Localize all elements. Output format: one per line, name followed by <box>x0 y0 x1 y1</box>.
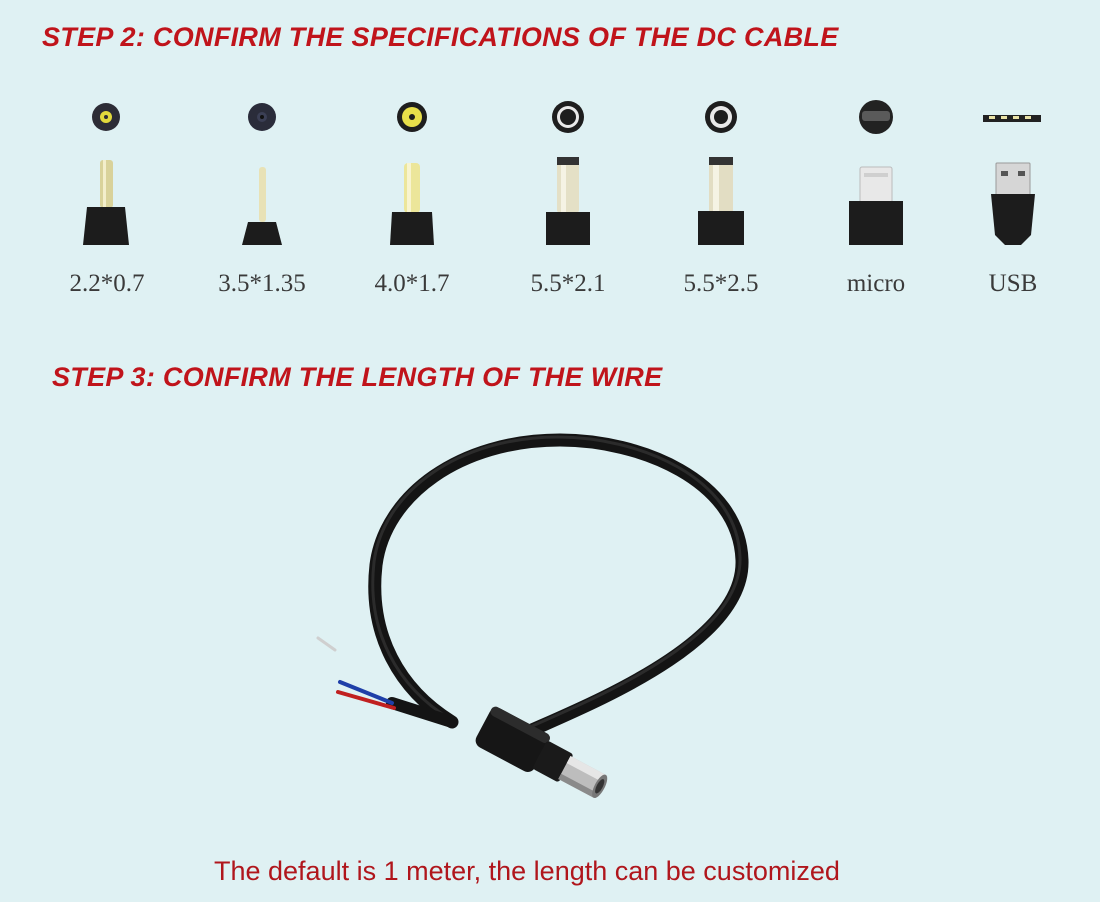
step2-heading: STEP 2: CONFIRM THE SPECIFICATIONS OF TH… <box>42 22 839 52</box>
connector-2.2x0.7: 2.2*0.7 <box>57 95 157 310</box>
blue-wire <box>338 680 394 705</box>
connector-label: 5.5*2.1 <box>530 270 606 297</box>
cable-tail <box>386 697 458 728</box>
connector-label: 5.5*2.5 <box>683 270 759 297</box>
red-wire <box>336 690 396 710</box>
cable-wire <box>368 433 749 737</box>
connector-label: 2.2*0.7 <box>69 270 145 297</box>
connector-label: micro <box>846 270 906 297</box>
connector-micro: micro <box>826 95 926 310</box>
usb-plug-icon <box>983 115 1041 245</box>
dc-plug-3.5x1.35-icon <box>242 103 282 245</box>
length-note: The default is 1 meter, the length can b… <box>214 856 840 886</box>
step3-heading: STEP 3: CONFIRM THE LENGTH OF THE WIRE <box>52 362 663 392</box>
connector-3.5x1.35: 3.5*1.35 <box>212 95 312 310</box>
connector-5.5x2.5: 5.5*2.5 <box>671 95 771 310</box>
dc-plug <box>475 706 608 799</box>
connector-label: USB <box>988 270 1038 297</box>
connector-label: 3.5*1.35 <box>218 270 306 297</box>
dc-cable-image <box>316 433 749 799</box>
dc-plug-4.0x1.7-icon <box>390 102 434 245</box>
micro-usb-plug-icon <box>849 100 903 245</box>
dc-plug-2.2x0.7-icon <box>83 103 129 245</box>
connector-usb: USB <box>963 95 1063 310</box>
dc-plug-5.5x2.5-icon <box>698 101 744 245</box>
connector-4.0x1.7: 4.0*1.7 <box>362 95 462 310</box>
connector-5.5x2.1: 5.5*2.1 <box>518 95 618 310</box>
connector-label: 4.0*1.7 <box>374 270 450 297</box>
dc-plug-5.5x2.1-icon <box>546 101 590 245</box>
